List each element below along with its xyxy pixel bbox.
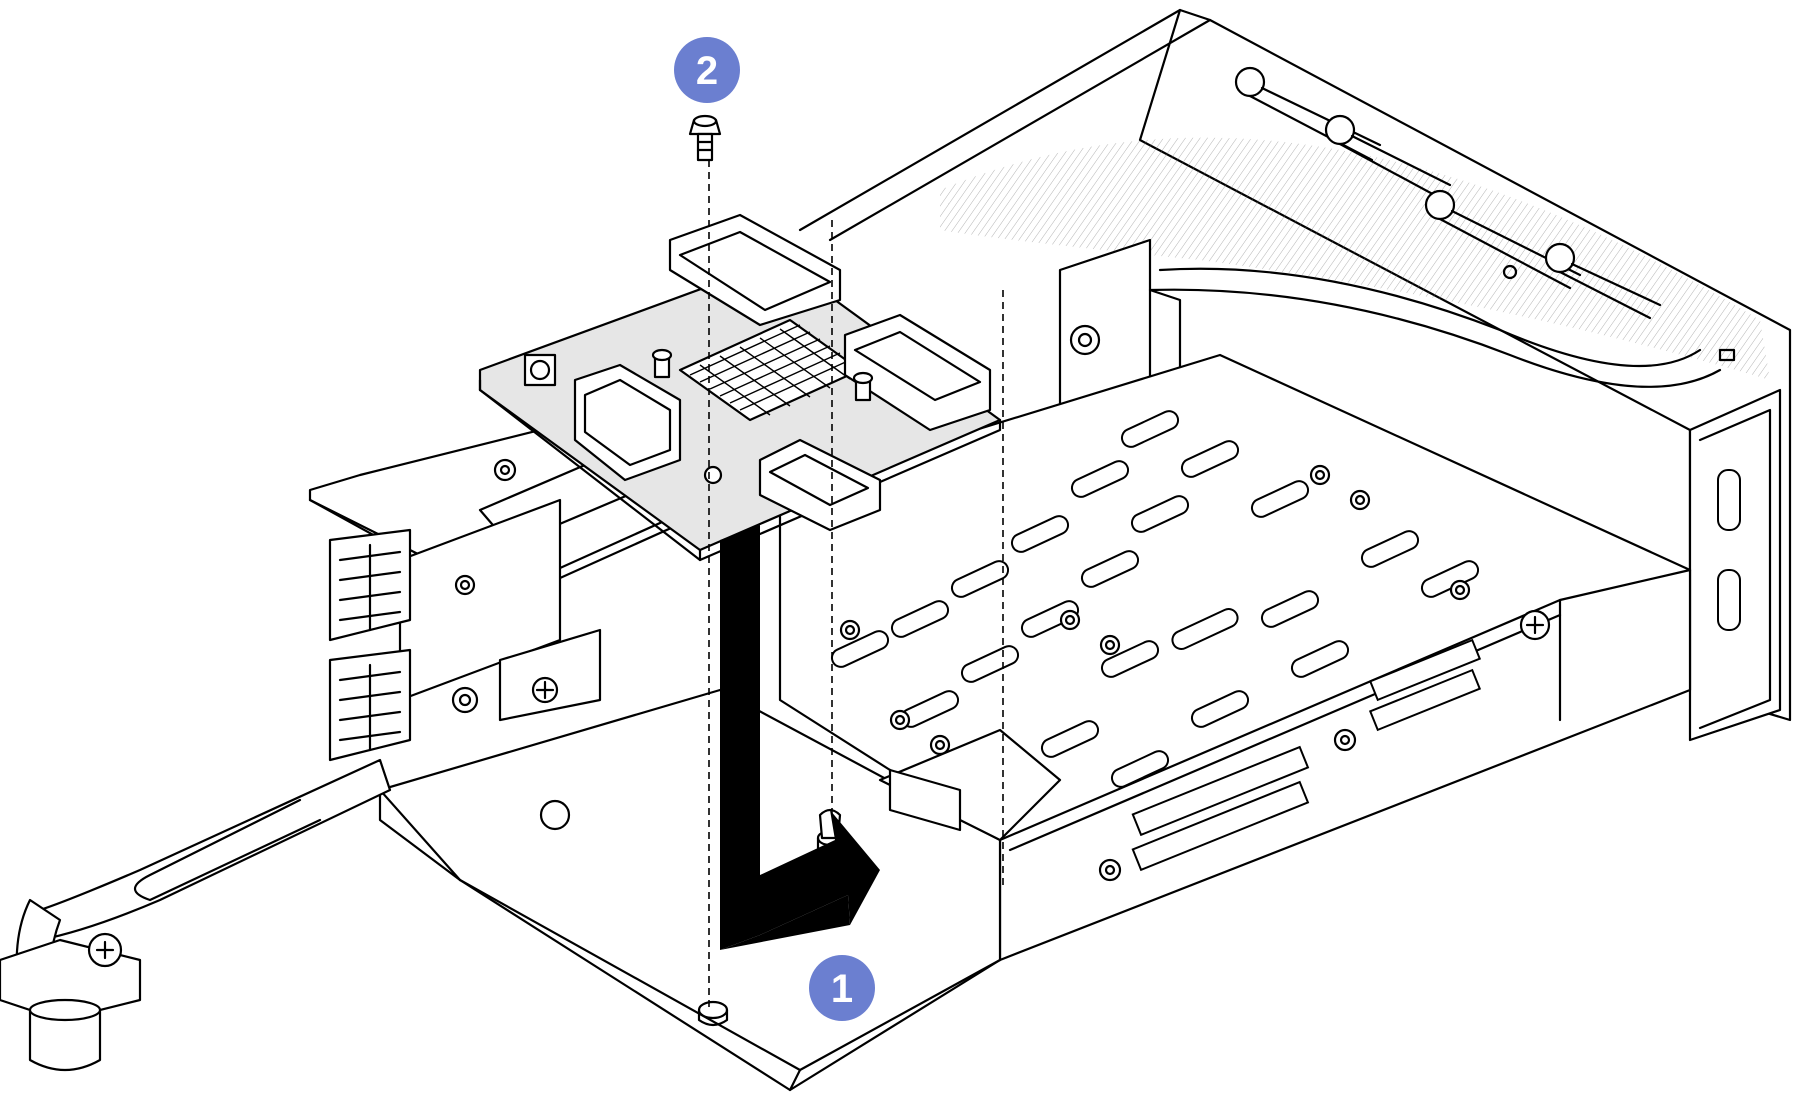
keyhole-slot bbox=[1324, 114, 1452, 200]
heatsink bbox=[678, 318, 862, 422]
standoff bbox=[697, 1000, 729, 1027]
power-connector bbox=[328, 528, 412, 642]
screw-icon bbox=[688, 114, 722, 162]
adapter-board bbox=[478, 213, 1002, 562]
callout-label: 2 bbox=[696, 49, 718, 93]
step-1-icon: 1 bbox=[809, 955, 875, 1021]
keyhole-slot bbox=[1424, 189, 1582, 290]
connector bbox=[843, 313, 992, 432]
install-direction-arrow-icon bbox=[720, 525, 880, 950]
connector bbox=[668, 213, 842, 327]
vent-slots bbox=[830, 410, 1480, 788]
keyhole-slot bbox=[1234, 66, 1382, 162]
board-pin bbox=[852, 371, 874, 402]
alignment-guides bbox=[708, 160, 1004, 1010]
connector bbox=[573, 363, 682, 482]
connector bbox=[758, 438, 882, 532]
board-component bbox=[523, 353, 557, 387]
power-connector bbox=[328, 648, 412, 762]
keyhole-slot bbox=[1544, 242, 1662, 320]
callout-label: 1 bbox=[831, 967, 853, 1011]
riser-cage bbox=[798, 8, 1792, 742]
step-2-icon: 2 bbox=[674, 37, 740, 103]
board-pin bbox=[651, 348, 673, 379]
